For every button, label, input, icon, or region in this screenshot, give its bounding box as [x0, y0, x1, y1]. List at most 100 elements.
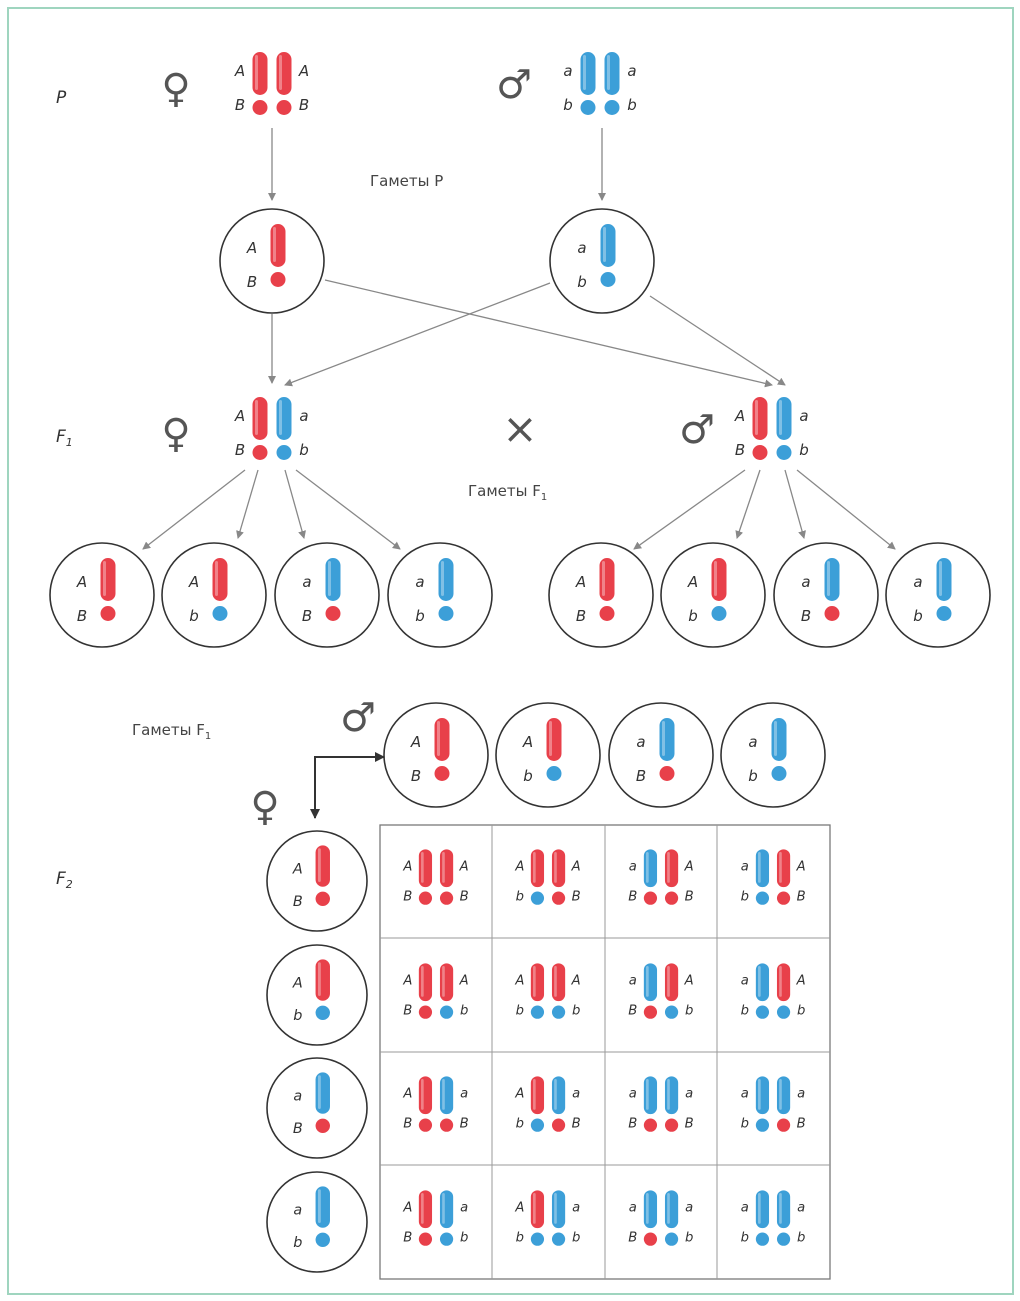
cross-icon: × [502, 404, 537, 453]
gamete: Ab [161, 542, 267, 648]
allele-label: B [293, 894, 303, 910]
gamete-outline [266, 944, 368, 1046]
allele-label: b [799, 441, 809, 459]
arrow-f1-to-gamete [284, 469, 306, 539]
female-sign-icon: ♀ [161, 66, 190, 112]
chromosome-rod [776, 397, 792, 440]
chromosome-highlight [758, 1078, 761, 1110]
chromosome-locus-dot [439, 891, 454, 905]
chromosome-rod [711, 558, 727, 601]
chromosome-rod [315, 1186, 330, 1228]
chromosome-locus-dot [711, 606, 727, 621]
chromosome-locus-dot [418, 891, 433, 905]
chromosome-rod [315, 845, 330, 887]
gamete-outline [773, 542, 879, 648]
chromosome-rod [604, 52, 620, 95]
chromosome-locus-dot [252, 445, 268, 460]
diagram-frame [7, 7, 1014, 1295]
chromosome-rod [270, 224, 286, 267]
allele-label: b [516, 1003, 524, 1018]
allele-label: A [514, 859, 524, 874]
allele-label: b [913, 607, 923, 625]
chromosome-rod [315, 959, 330, 1001]
allele-label: b [688, 607, 698, 625]
chromosome-highlight [554, 851, 557, 883]
allele-label: B [403, 1003, 412, 1018]
chromosome-highlight [758, 965, 761, 997]
chromosome-locus-dot [776, 1005, 791, 1019]
allele-label: a [572, 1086, 580, 1101]
allele-label: B [247, 273, 257, 291]
allele-label: B [460, 1116, 469, 1131]
allele-label: a [801, 573, 810, 591]
chromosome-locus-dot [643, 891, 658, 905]
allele-label: b [516, 1230, 524, 1245]
allele-label: b [572, 1003, 580, 1018]
allele-label: a [797, 1086, 805, 1101]
allele-label: A [796, 973, 806, 988]
chromosome-locus-dot [551, 891, 566, 905]
chromosome-rod [643, 963, 658, 1002]
allele-label: b [563, 96, 573, 114]
allele-label: A [459, 973, 469, 988]
chromosome-rod [418, 963, 433, 1002]
generation-label-f1: F1 [56, 427, 73, 449]
allele-label: B [797, 889, 806, 904]
arrow-gamete-to-f1 [284, 282, 551, 387]
chromosome-highlight [758, 1192, 761, 1224]
chromosome-locus-dot [580, 100, 596, 115]
chromosome-rod [530, 1190, 545, 1229]
gamete: AB [49, 542, 155, 648]
chromosome-highlight [646, 1192, 649, 1224]
allele-label: A [575, 573, 586, 591]
chromosome-rod [755, 1076, 770, 1115]
allele-label: b [797, 1230, 805, 1245]
chromosome-highlight [667, 1192, 670, 1224]
allele-label: a [629, 973, 637, 988]
gamete: AB [219, 208, 325, 314]
chromosome-highlight [714, 561, 717, 596]
arrow-f1-to-gamete [796, 469, 896, 550]
chromosome-highlight [255, 55, 258, 90]
allele-label: b [797, 1003, 805, 1018]
chromosome-rod [551, 1190, 566, 1229]
chromosome-rod [659, 718, 675, 761]
chromosome-locus-dot [530, 1232, 545, 1246]
chromosome-rod [664, 1076, 679, 1115]
allele-label: A [298, 62, 309, 80]
chromosome-highlight [533, 965, 536, 997]
arrow-f1-to-gamete [295, 469, 401, 550]
chromosome-rod [530, 849, 545, 888]
allele-label: a [572, 1200, 580, 1215]
male-sign-icon: ♂ [340, 695, 376, 741]
allele-label: A [402, 973, 412, 988]
allele-label: B [685, 889, 694, 904]
chromosome-locus-dot [755, 891, 770, 905]
allele-label: A [522, 733, 533, 751]
gamete-outline [274, 542, 380, 648]
chromosome-highlight [939, 561, 942, 596]
chromosome-locus-dot [776, 1118, 791, 1132]
chromosome-locus-dot [439, 1005, 454, 1019]
allele-label: B [299, 96, 309, 114]
chromosome-highlight [827, 561, 830, 596]
arrow-f1-to-gamete [735, 469, 761, 539]
allele-label: A [684, 859, 694, 874]
allele-label: A [402, 1200, 412, 1215]
allele-label: A [410, 733, 421, 751]
chromosome-locus-dot [824, 606, 840, 621]
chromosome-locus-dot [551, 1232, 566, 1246]
chromosome-highlight [441, 561, 444, 596]
gamete-outline [266, 1057, 368, 1159]
chromosome-highlight [646, 1078, 649, 1110]
chromosome-rod [776, 963, 791, 1002]
chromosome-rod [643, 1076, 658, 1115]
